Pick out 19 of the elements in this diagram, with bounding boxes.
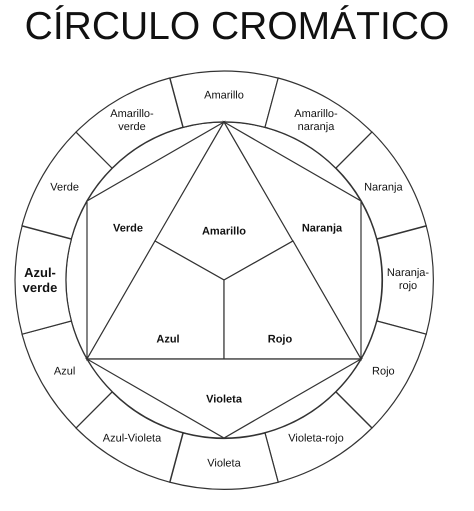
color-name: Naranja (302, 222, 342, 236)
color-name: Azul-verde (22, 264, 58, 295)
color-name: Azul-Violeta (102, 432, 162, 446)
color-name: Azul (54, 365, 76, 378)
title: CÍRCULO CROMÁTICO (24, 4, 450, 50)
color-name: Naranja-rojo (386, 266, 430, 293)
color-name: Rojo (268, 334, 292, 346)
color-name: Amarillo (204, 90, 244, 102)
color-name: Amarillo (202, 226, 246, 238)
color-name: Amarillo-verde (109, 108, 155, 134)
color-name: Violeta (207, 457, 241, 470)
color-name: Verde (50, 181, 79, 194)
color-name: Rojo (372, 365, 395, 378)
color-name: Violeta (206, 394, 242, 406)
color-name: Azul (156, 334, 180, 346)
color-name: Naranja (364, 181, 403, 194)
color-name: Violeta-rojo (287, 432, 345, 446)
color-name: Verde (113, 222, 143, 236)
color-name: Amarillo-naranja (293, 108, 339, 134)
